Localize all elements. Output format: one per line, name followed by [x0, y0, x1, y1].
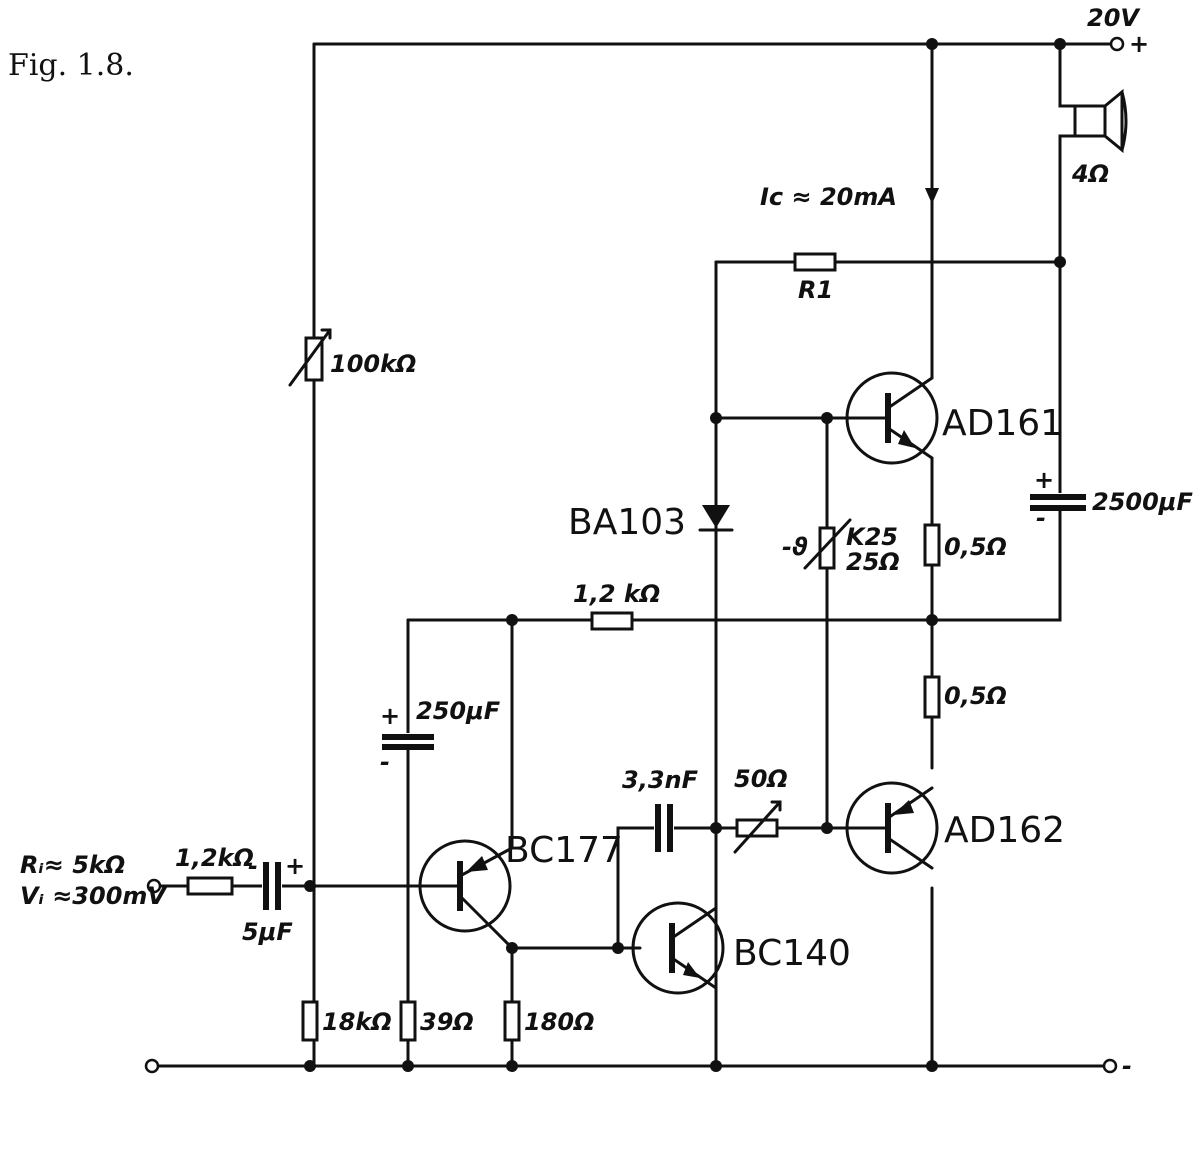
- bc140-transistor: [631, 826, 725, 1068]
- collector-current-label: Iᴄ ≈ 20mA: [760, 183, 897, 211]
- cap-3n3-label: 3,3nF: [622, 766, 699, 794]
- cap-2500-plus-label: +: [1034, 466, 1054, 494]
- res-180-label: 180Ω: [524, 1008, 595, 1036]
- ba103-diode: [698, 505, 734, 532]
- cap-3n3-capacitor: [654, 804, 674, 852]
- cap-5u-label: 5μF: [242, 918, 293, 946]
- cap-250uf-capacitor: [380, 733, 436, 750]
- r1-resistor: [793, 252, 837, 272]
- speaker-top-wire: [1058, 42, 1077, 108]
- speaker-impedance-label: 4Ω: [1071, 160, 1109, 188]
- res-1k2-feedback-resistor: [590, 611, 634, 631]
- res-50-label: 50Ω: [734, 765, 788, 793]
- res-180-resistor: [503, 1000, 521, 1042]
- input-resistance-label: Rᵢ≈ 5kΩ: [20, 851, 125, 879]
- bc140-label: BC140: [733, 933, 851, 974]
- ad161-label: AD161: [942, 403, 1063, 444]
- ntc-symbol-label: -ϑ: [782, 533, 808, 561]
- cap-5u-plus-label: +: [285, 852, 305, 880]
- ground-input-terminal: [144, 1058, 160, 1074]
- ntc-k25-thermistor: [803, 518, 852, 570]
- cap-2500-label: 2500μF: [1092, 488, 1193, 516]
- res-18k-resistor: [301, 1000, 319, 1042]
- input-voltage-label: Vᵢ ≈300mV: [20, 882, 168, 910]
- ad162-transistor: [845, 781, 939, 875]
- bc177-transistor: [418, 839, 514, 933]
- speaker-icon: [1073, 88, 1128, 154]
- res-39-resistor: [399, 1000, 417, 1042]
- pot-100k-resistor: [288, 328, 332, 387]
- terminals: [144, 36, 1125, 1074]
- ntc-value-label: 25Ω: [846, 548, 900, 576]
- cap-250-plus-label: +: [380, 702, 400, 730]
- cap-250-label: 250μF: [416, 697, 501, 725]
- ad161-transistor: [845, 371, 939, 465]
- cap-2500uf-capacitor: [1028, 493, 1086, 511]
- cap-5uf-capacitor: [262, 862, 282, 910]
- bc177-label: BC177: [505, 830, 623, 871]
- supply-voltage-label: 20V: [1087, 4, 1141, 32]
- speaker-return-wire: [928, 134, 1077, 622]
- r1-label: R1: [798, 276, 833, 304]
- supply-minus-label: -: [1122, 1052, 1132, 1080]
- supply-plus-label: +: [1129, 30, 1149, 58]
- supply-plus-terminal: [1109, 36, 1125, 52]
- res-05-bottom-label: 0,5Ω: [944, 682, 1007, 710]
- res-1k2-feedback-label: 1,2 kΩ: [573, 580, 660, 608]
- current-arrow-icon: [925, 188, 939, 204]
- cap-2500-minus-label: -: [1036, 504, 1046, 532]
- res-39-label: 39Ω: [420, 1008, 474, 1036]
- res-05-bottom-resistor: [923, 675, 941, 719]
- res-1k2-input-label: 1,2kΩ: [175, 844, 254, 872]
- res-05-top-label: 0,5Ω: [944, 533, 1007, 561]
- signal-input-terminal: [146, 878, 162, 894]
- cap-250-minus-label: -: [380, 748, 390, 776]
- figure-title: Fig. 1.8.: [8, 48, 134, 83]
- ba103-label: BA103: [568, 502, 686, 543]
- cap3n3-wire: [616, 826, 718, 950]
- pot-50-resistor: [733, 800, 782, 854]
- res-05-top-resistor: [923, 523, 941, 567]
- junctions: [304, 38, 1066, 1072]
- ntc-type-label: K25: [846, 523, 898, 551]
- ad162-label: AD162: [944, 810, 1065, 851]
- pot-100k-label: 100kΩ: [330, 350, 416, 378]
- supply-minus-terminal: [1102, 1058, 1118, 1074]
- cap-5u-minus-label: -: [248, 852, 258, 880]
- res-1k2-input-resistor: [186, 876, 234, 896]
- res-18k-label: 18kΩ: [322, 1008, 392, 1036]
